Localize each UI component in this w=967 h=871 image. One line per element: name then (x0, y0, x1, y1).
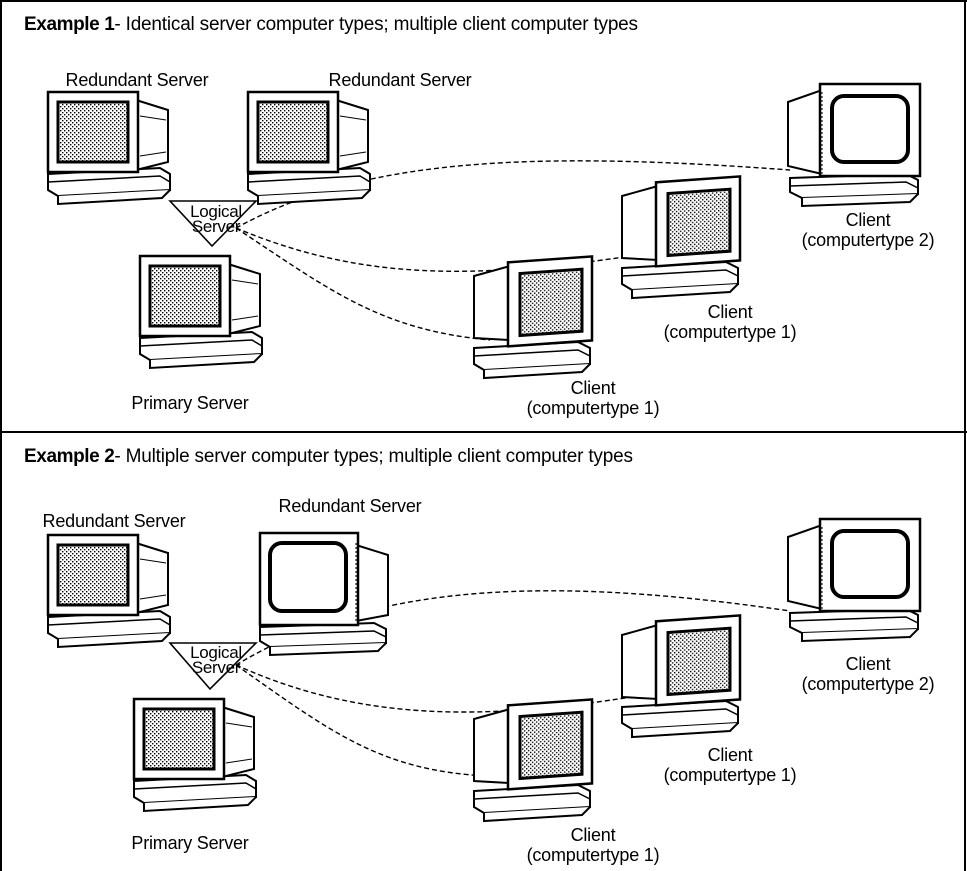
divider-border (0, 431, 967, 433)
client-far-label-line2: (computertype 2) (801, 674, 935, 694)
client-near-label: Client(computertype 1) (508, 825, 678, 865)
logical-server-icon (168, 200, 258, 248)
client-mid-icon (620, 613, 742, 739)
link-to-client-far (235, 590, 791, 666)
redundant-server-a-label: Redundant Server (42, 511, 186, 531)
client-near-label-line1: Client (570, 378, 616, 398)
example-1-diagram (46, 82, 922, 380)
redundant-server-a-icon (46, 533, 172, 649)
example-1-panel: Example 1- Identical server computer typ… (0, 0, 967, 431)
redundant-server-b-label: Redundant Server (278, 496, 422, 516)
link-to-client-mid (235, 227, 639, 272)
client-far-label-line1: Client (845, 654, 891, 674)
client-mid-label: Client(computertype 1) (645, 745, 815, 785)
client-near-label: Client(computertype 1) (508, 378, 678, 418)
logical-server-label-line2: Server (191, 658, 241, 677)
client-near-label-line1: Client (570, 825, 616, 845)
top-border (0, 0, 967, 2)
client-mid-icon (620, 174, 742, 300)
example-2-panel: Example 2- Multiple server computer type… (0, 431, 967, 871)
client-near-icon (472, 697, 594, 823)
left-border (0, 431, 2, 871)
client-near-label-line2: (computertype 1) (526, 845, 660, 865)
redundant-server-a-label: Redundant Server (65, 70, 209, 90)
example-2-title-rest: - Multiple server computer types; multip… (114, 446, 633, 467)
example-2-title: Example 2- Multiple server computer type… (24, 446, 633, 468)
client-mid-label-line2: (computertype 1) (663, 322, 797, 342)
client-mid-label-line1: Client (707, 745, 753, 765)
example-2-title-bold: Example 2 (24, 446, 115, 467)
example-2-diagram (46, 517, 922, 823)
client-near-icon (472, 254, 594, 380)
primary-server-label: Primary Server (131, 393, 249, 413)
primary-server-icon (138, 254, 264, 370)
link-to-client-near (235, 227, 491, 341)
example-1-title-bold: Example 1 (24, 14, 115, 35)
client-near-label-line2: (computertype 1) (526, 398, 660, 418)
logical-server-label-line1: Logical (190, 202, 242, 221)
right-border (964, 431, 966, 871)
logical-server-icon (168, 642, 258, 691)
redundant-server-b-label: Redundant Server (328, 70, 472, 90)
client-mid-label-line1: Client (707, 302, 753, 322)
client-far-label-line2: (computertype 2) (801, 230, 935, 250)
logical-server-label-line2: Server (191, 217, 241, 236)
client-mid-label: Client(computertype 1) (645, 302, 815, 342)
example-1-title-rest: - Identical server computer types; multi… (114, 14, 638, 35)
logical-server-label-line1: Logical (190, 643, 242, 662)
primary-server-icon (132, 697, 258, 813)
redundant-server-a-icon (46, 90, 172, 206)
client-far-icon (786, 517, 922, 643)
right-border (964, 0, 966, 431)
link-to-client-near (235, 664, 489, 777)
redundant-server-b-icon (258, 531, 390, 657)
client-far-label: Client(computertype 2) (778, 210, 958, 250)
client-far-icon (786, 82, 922, 208)
client-far-label-line1: Client (845, 210, 891, 230)
left-border (0, 0, 2, 431)
client-far-label: Client(computertype 2) (778, 654, 958, 694)
client-mid-label-line2: (computertype 1) (663, 765, 797, 785)
redundant-server-b-icon (246, 90, 372, 206)
primary-server-label: Primary Server (131, 833, 249, 853)
example-1-title: Example 1- Identical server computer typ… (24, 14, 638, 36)
